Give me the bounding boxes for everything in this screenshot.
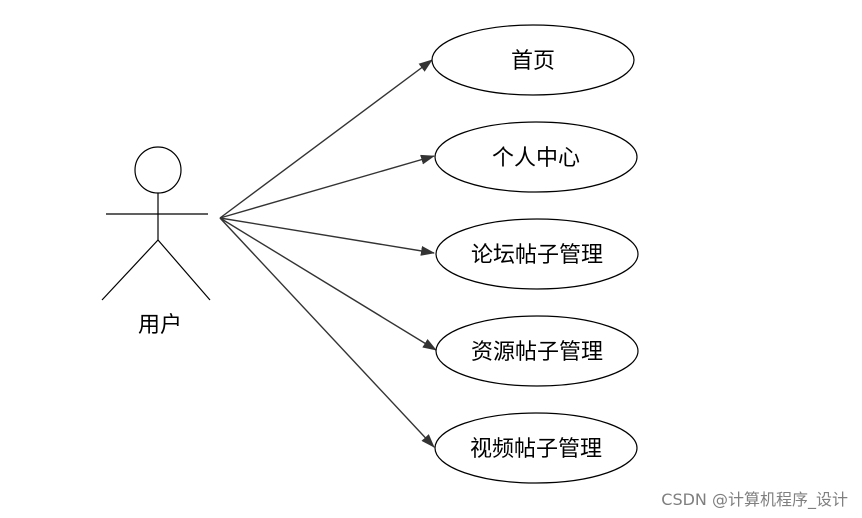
- use-case-label: 论坛帖子管理: [471, 243, 603, 268]
- use-case-label: 资源帖子管理: [471, 340, 603, 365]
- use-case-ellipse: [431, 24, 635, 96]
- use-case-ellipse: [434, 412, 638, 484]
- use-case-5[interactable]: 视频帖子管理: [434, 412, 638, 484]
- actor-head: [134, 146, 182, 194]
- association-arrow-3: [219, 217, 435, 256]
- actor-figure: [101, 146, 211, 301]
- association-arrow-4: [219, 217, 437, 351]
- associations: [219, 59, 437, 448]
- use-case-1[interactable]: 首页: [431, 24, 635, 96]
- use-case-2[interactable]: 个人中心: [434, 121, 638, 193]
- use-case-ellipse: [435, 218, 639, 290]
- use-case-ellipse: [434, 121, 638, 193]
- association-arrow-2: [219, 154, 435, 219]
- use-case-ellipse: [435, 315, 639, 387]
- association-arrow-1: [219, 59, 433, 219]
- association-arrow-5: [219, 217, 435, 448]
- actor-label: 用户: [138, 313, 182, 338]
- use-case-label: 视频帖子管理: [470, 437, 602, 462]
- use-case-label: 个人中心: [492, 146, 580, 171]
- actor-left-leg: [101, 239, 159, 301]
- use-case-3[interactable]: 论坛帖子管理: [435, 218, 639, 290]
- watermark-text: CSDN @计算机程序_设计: [661, 490, 848, 509]
- actor-right-leg: [157, 239, 211, 301]
- use-case-4[interactable]: 资源帖子管理: [435, 315, 639, 387]
- use-case-label: 首页: [511, 49, 555, 74]
